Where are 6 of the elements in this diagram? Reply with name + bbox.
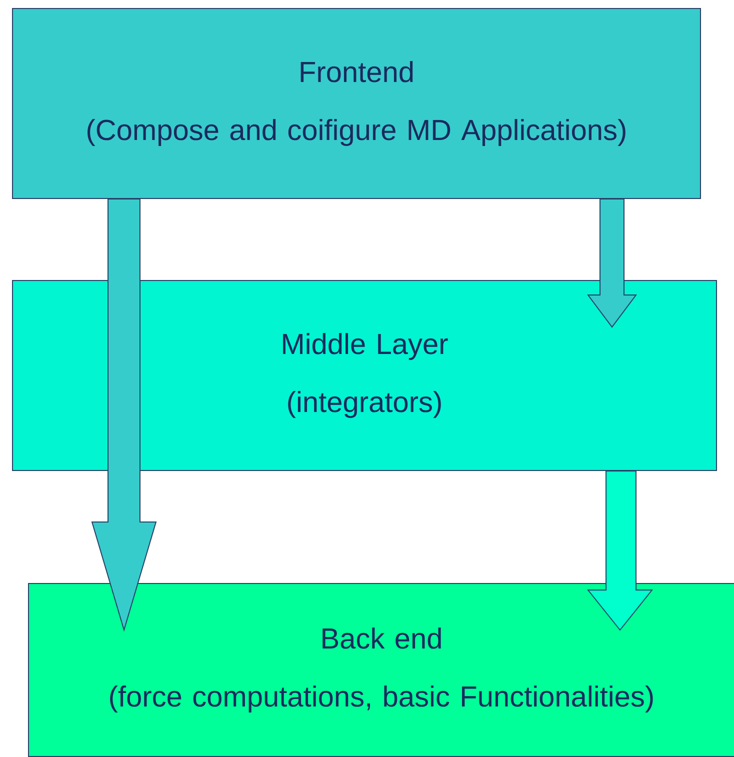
- block-arrow: [91, 198, 157, 632]
- layer-box: Back end (force computations, basic Functionalities): [28, 583, 734, 757]
- layer-box: Frontend (Compose and coifigure MD Applications): [12, 8, 701, 199]
- block-arrow: [586, 470, 654, 631]
- block-arrow: [587, 198, 637, 328]
- layer-box: Middle Layer (integrators): [12, 280, 717, 471]
